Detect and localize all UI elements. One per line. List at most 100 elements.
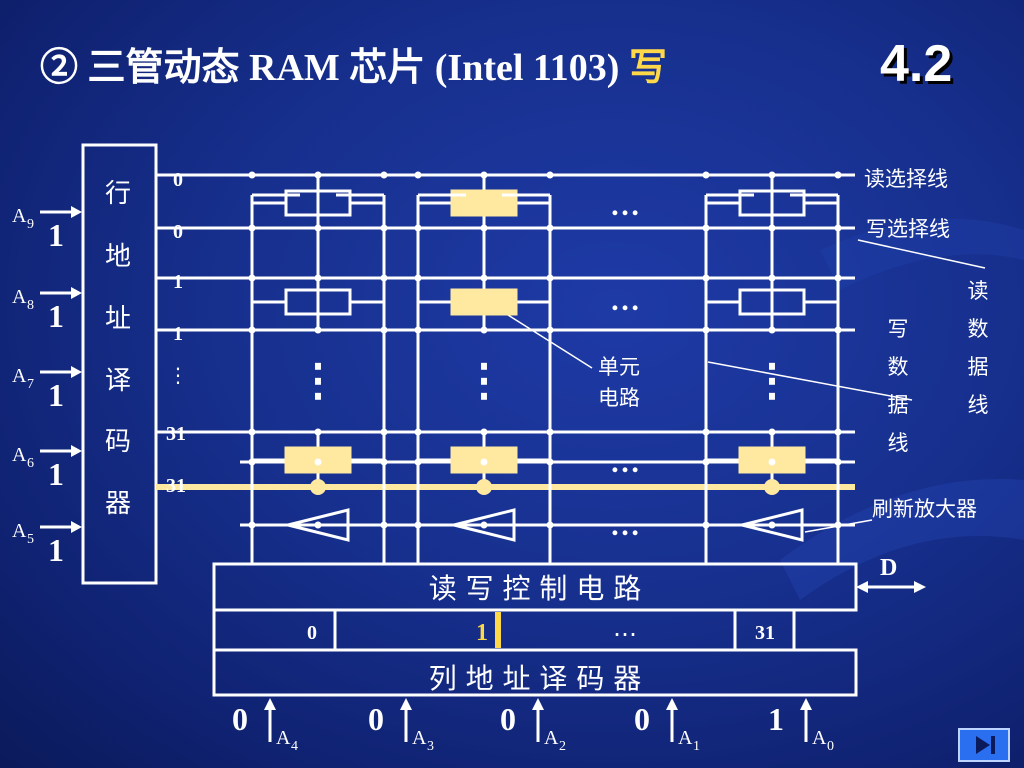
junction-dot <box>834 326 842 334</box>
read-select-label: 读选择线 <box>864 167 948 191</box>
address-value: 1 <box>48 217 64 253</box>
junction-dot <box>314 428 322 436</box>
play-end-icon <box>976 736 995 754</box>
column-input-label: A <box>544 727 559 749</box>
arrowhead <box>800 698 812 710</box>
junction-dot <box>702 274 710 282</box>
horizontal-ellipsis: … <box>610 446 640 479</box>
junction-dot <box>546 458 554 466</box>
junction-dot <box>834 274 842 282</box>
column-input-subscript: 2 <box>559 739 566 754</box>
junction-dot <box>834 224 842 232</box>
column-input-subscript: 0 <box>827 739 834 754</box>
junction-dot <box>768 428 776 436</box>
arrowhead <box>264 698 276 710</box>
column-number: … <box>613 614 637 642</box>
junction-dot <box>768 224 776 232</box>
row-decoder-char: 址 <box>105 304 131 334</box>
junction-dot <box>380 521 388 529</box>
junction-dot <box>248 274 256 282</box>
junction-dot <box>314 458 322 466</box>
memory-cell <box>738 288 806 316</box>
junction-dot <box>476 479 492 495</box>
row-number: 0 <box>173 221 183 243</box>
write-data-char: 写 <box>888 317 909 341</box>
column-input-subscript: 3 <box>427 739 434 754</box>
junction-dot <box>834 428 842 436</box>
arrowhead <box>71 206 82 218</box>
junction-dot <box>702 458 710 466</box>
vertical-ellipsis: ⋮ <box>462 356 506 405</box>
junction-dot <box>702 224 710 232</box>
arrowhead <box>71 521 82 533</box>
junction-dot <box>380 458 388 466</box>
junction-dot <box>702 326 710 334</box>
arrowhead <box>400 698 412 710</box>
rw-control-label: 读 写 控 制 电 路 <box>429 572 642 605</box>
column-input-label: A <box>812 727 827 749</box>
junction-dot <box>480 428 488 436</box>
column-decoder-box <box>212 648 858 697</box>
junction-dot <box>546 428 554 436</box>
refresh-amp-label: 刷新放大器 <box>872 497 977 521</box>
column-number: 31 <box>755 622 775 644</box>
address-subscript: 9 <box>27 217 34 232</box>
junction-dot <box>380 326 388 334</box>
column-input-label: A <box>678 727 693 749</box>
junction-dot <box>768 521 776 529</box>
junction-dot <box>834 458 842 466</box>
refresh-amplifier <box>741 508 804 542</box>
address-value: 1 <box>48 456 64 492</box>
memory-cell <box>450 288 518 316</box>
junction-dot <box>480 521 488 529</box>
junction-dot <box>546 274 554 282</box>
column-number: 0 <box>307 622 317 644</box>
address-value: 1 <box>48 532 64 568</box>
write-data-char: 数 <box>888 355 909 379</box>
junction-dot <box>546 171 554 179</box>
arrowhead <box>914 581 926 593</box>
arrowhead <box>666 698 678 710</box>
address-subscript: 6 <box>27 456 34 471</box>
junction-dot <box>248 326 256 334</box>
junction-dot <box>314 326 322 334</box>
read-data-char: 线 <box>968 393 989 417</box>
row-number: 1 <box>173 323 183 345</box>
background-wave <box>780 479 1024 600</box>
address-label: A <box>12 205 27 227</box>
read-data-char: 据 <box>968 355 989 379</box>
row-number: 1 <box>173 271 183 293</box>
junction-dot <box>834 171 842 179</box>
title-highlight: 写 <box>628 47 667 89</box>
junction-dot <box>314 521 322 529</box>
title-text: ② 三管动态 RAM 芯片 (Intel 1103) <box>40 47 629 89</box>
vertical-ellipsis: ⋮ <box>296 356 340 405</box>
next-slide-button[interactable] <box>958 728 1010 762</box>
junction-dot <box>414 224 422 232</box>
row-decoder-char: 行 <box>105 179 131 209</box>
junction-dot <box>314 224 322 232</box>
address-subscript: 8 <box>27 298 34 313</box>
column-decoder-label: 列 地 址 译 码 器 <box>429 662 642 695</box>
horizontal-ellipsis: … <box>610 189 640 222</box>
horizontal-ellipsis: … <box>610 284 640 317</box>
junction-dot <box>764 479 780 495</box>
junction-dot <box>248 224 256 232</box>
row-number: 31 <box>166 475 186 497</box>
junction-dot <box>414 274 422 282</box>
junction-dot <box>380 171 388 179</box>
junction-dot <box>380 274 388 282</box>
junction-dot <box>768 171 776 179</box>
junction-dot <box>768 326 776 334</box>
junction-dot <box>702 171 710 179</box>
column-input-subscript: 4 <box>291 739 298 754</box>
junction-dot <box>546 326 554 334</box>
junction-dot <box>480 224 488 232</box>
junction-dot <box>480 171 488 179</box>
row-decoder-char: 器 <box>105 489 131 519</box>
read-data-char: 数 <box>968 317 989 341</box>
arrowhead <box>71 287 82 299</box>
